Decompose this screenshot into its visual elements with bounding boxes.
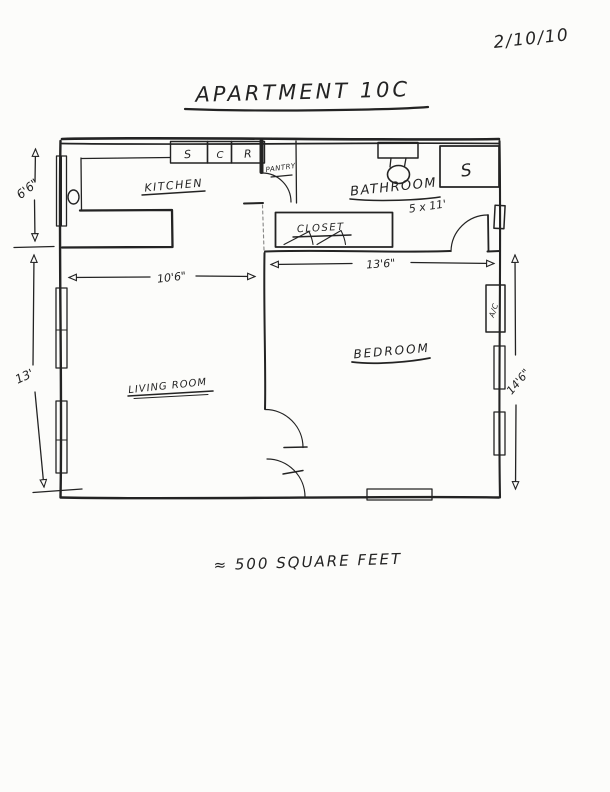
pantry-label: PANTRY (265, 162, 296, 174)
refrigerator-letter: R (244, 147, 253, 161)
hall-and-closet: CLOSET (261, 204, 501, 253)
kitchen-label: KITCHEN (144, 176, 204, 194)
closet-box (274, 211, 394, 248)
bedroom-window-bottom (366, 488, 433, 501)
bathroom-underline (349, 196, 441, 202)
ac-unit-label: A/C (487, 302, 500, 320)
refrigerator-box (230, 140, 266, 164)
closet-underline (292, 234, 352, 238)
bathroom-size: 5 x 11' (408, 197, 447, 215)
dim-living-width: 10'6" (156, 269, 186, 285)
dim-bedroom-height: 14'6" (504, 366, 533, 397)
bedroom-label: BEDROOM (353, 341, 431, 362)
wall-vent (493, 204, 506, 230)
room-labels: LIVING ROOM BEDROOM (127, 341, 431, 399)
living-room-window-lower (55, 400, 68, 474)
cooktop-letter: C (217, 150, 224, 161)
area-note: ≈ 500 SQUARE FEET (213, 550, 402, 575)
shower-stall (439, 145, 500, 188)
sink-letter: S (183, 148, 191, 162)
kitchen-peninsula (60, 208, 174, 249)
entry-door-arc (450, 214, 489, 253)
ac-unit-box (485, 284, 506, 333)
kitchen-area: S C R KITCHEN (55, 140, 266, 249)
bedroom-window-right-lower (493, 411, 506, 456)
closet-mark-left (283, 230, 314, 246)
title-underline (183, 105, 430, 112)
pantry-door-arc (261, 172, 292, 203)
windows: A/C (55, 284, 506, 501)
counter-front-edge (81, 156, 171, 160)
bathroom-label: BATHROOM (349, 175, 437, 199)
dim-living-height: 13' (13, 366, 36, 387)
bedroom-door-arc-upper (264, 408, 304, 449)
date-note: 2/10/10 (493, 25, 571, 53)
counter-left-edge (80, 157, 83, 211)
closet-label: CLOSET (297, 222, 345, 235)
outer-walls (58, 136, 502, 500)
living-room-window-upper (55, 287, 68, 369)
kitchen-sink-oval (67, 189, 80, 205)
kitchen-underline (141, 190, 206, 196)
page-title: APARTMENT 10C (193, 77, 410, 107)
dim-kitchen-height: 6'6" (14, 176, 42, 202)
dimensions: 6'6" 13' 10'6" 13'6" 14'6" (13, 149, 533, 494)
pantry-underline (270, 174, 293, 178)
entry-door-panel (487, 214, 490, 252)
dim-bedroom-width: 13'6" (366, 257, 396, 272)
bedroom-window-right-upper (493, 345, 506, 390)
pantry-area: PANTRY (243, 139, 298, 205)
shower-letter: S (460, 160, 474, 181)
toilet-bowl (386, 164, 411, 185)
room-divider (263, 252, 308, 498)
toilet-tank (377, 141, 419, 159)
bedroom-door-arc-lower (266, 458, 306, 498)
closet-mark-right (316, 229, 347, 246)
